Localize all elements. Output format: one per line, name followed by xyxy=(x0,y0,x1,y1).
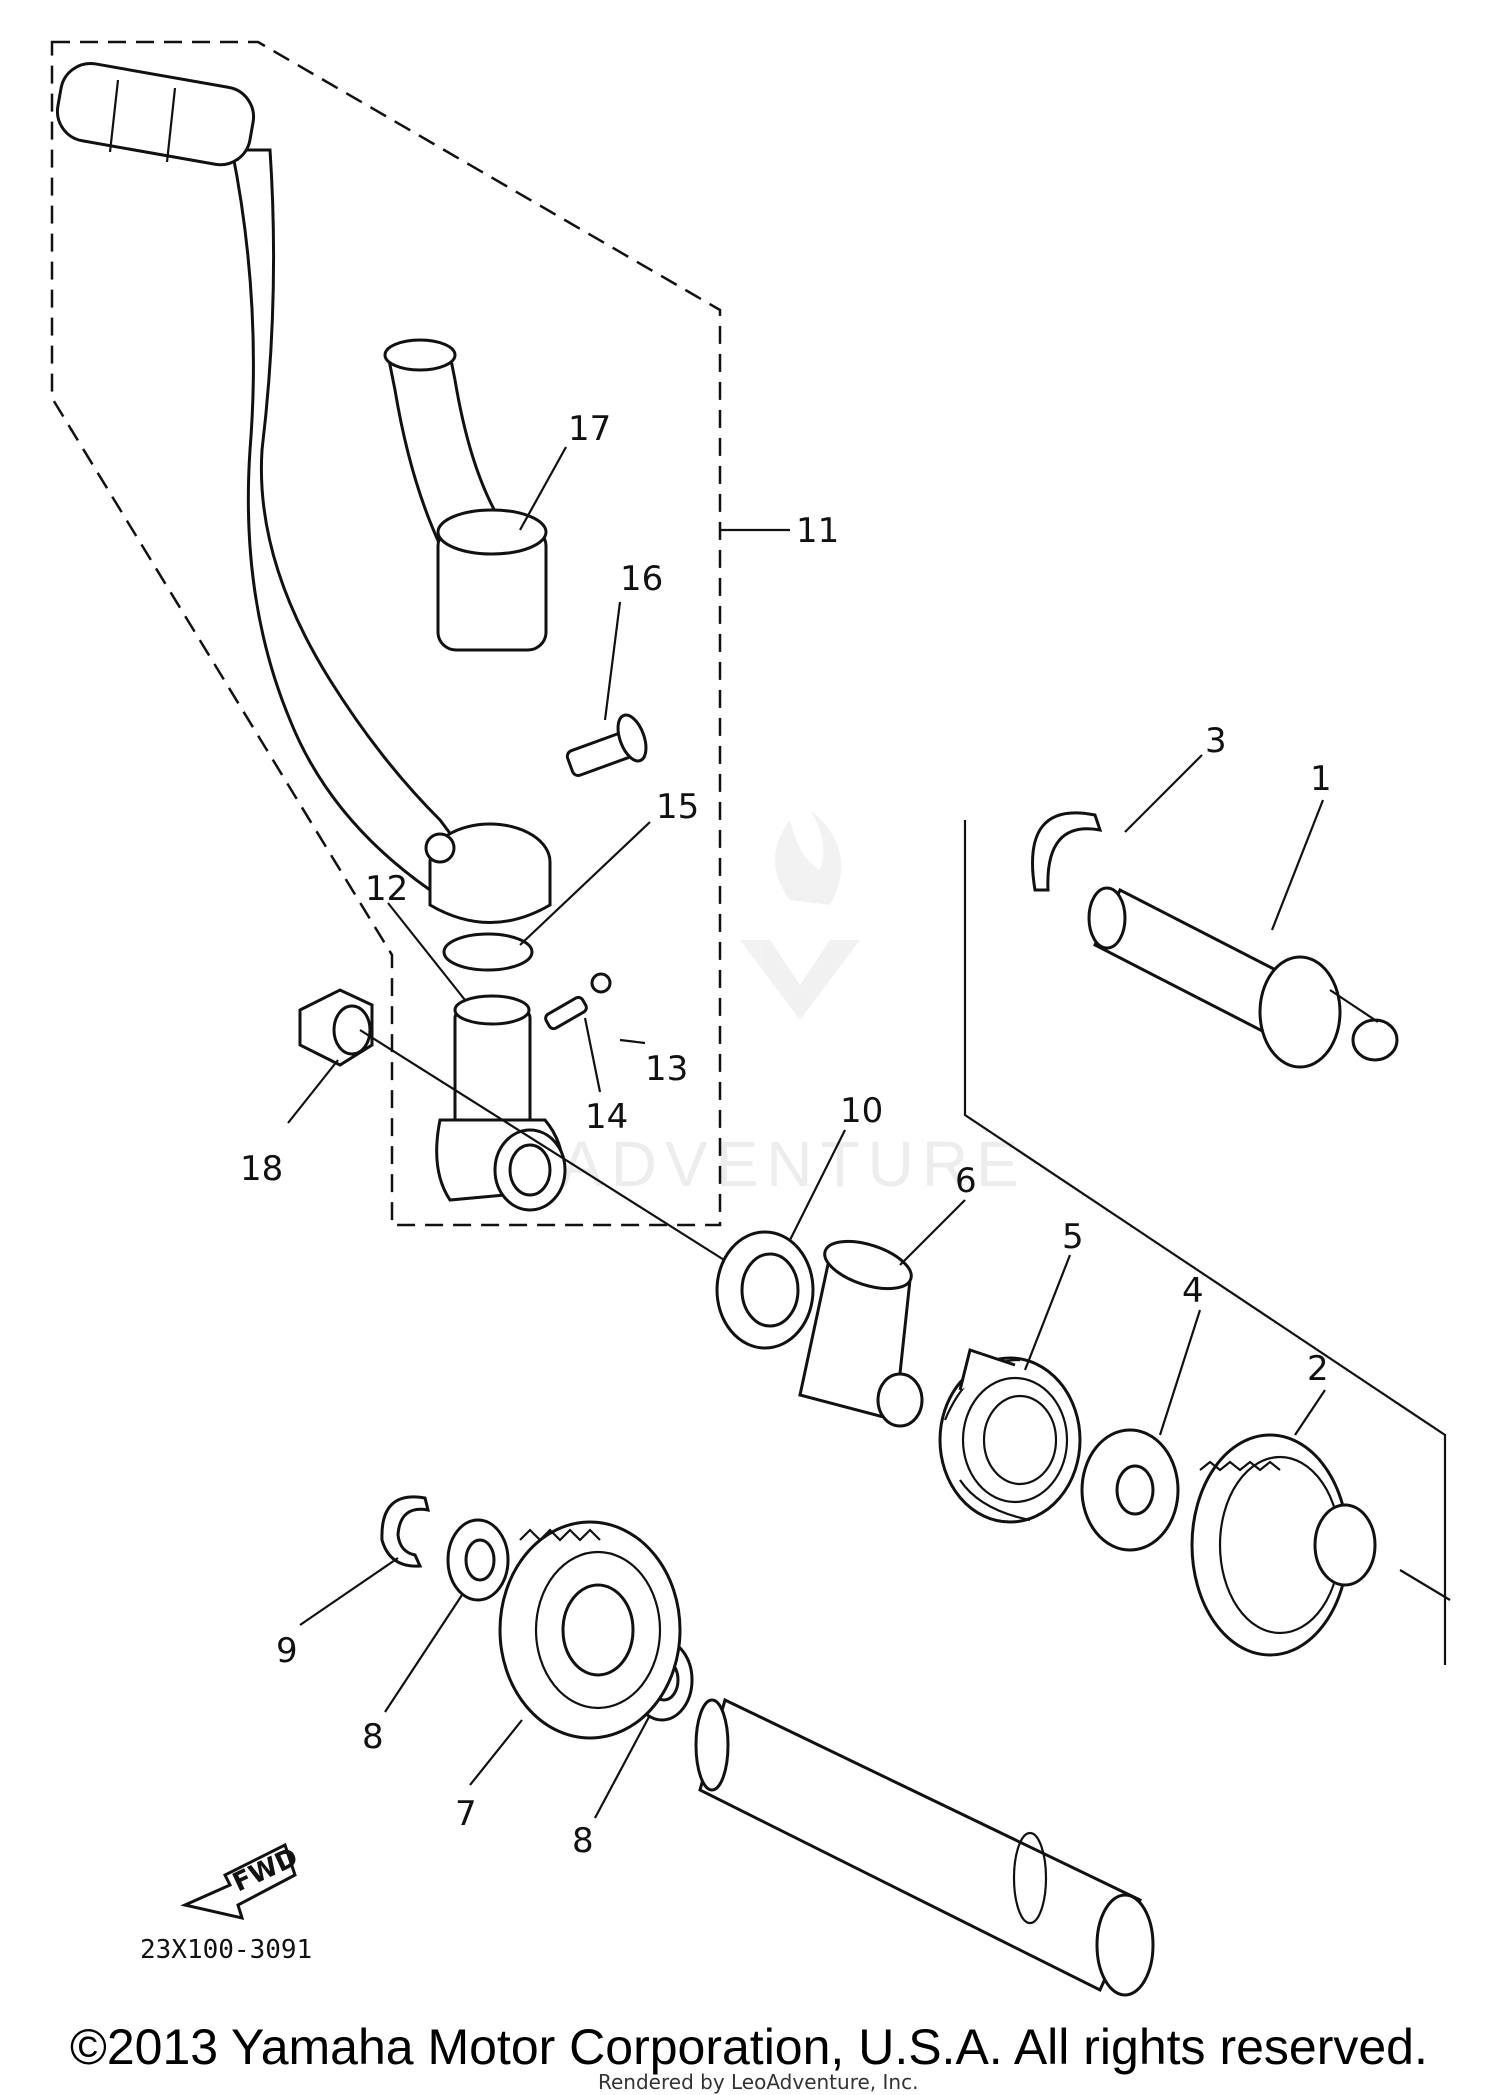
callout-8-upper: 8 xyxy=(362,1717,384,1757)
callout-2: 2 xyxy=(1307,1349,1329,1389)
callout-1: 1 xyxy=(1310,759,1332,799)
callout-5: 5 xyxy=(1062,1217,1084,1257)
callout-13: 13 xyxy=(645,1049,688,1089)
washer-part-4 xyxy=(1080,1428,1180,1552)
copyright-notice: ©2013 Yamaha Motor Corporation, U.S.A. A… xyxy=(70,2019,1428,2075)
callout-7: 7 xyxy=(455,1794,477,1834)
callout-11: 11 xyxy=(796,511,839,551)
oil-seal-part-10 xyxy=(715,1230,815,1350)
main-shaft xyxy=(694,1697,1155,1997)
kick-axle-assembly-outline xyxy=(963,820,1447,1665)
callout-12: 12 xyxy=(365,869,408,909)
callout-3: 3 xyxy=(1205,721,1227,761)
kick-pedal-part-17 xyxy=(383,338,548,652)
watermark-text: ADVENTURE xyxy=(560,1128,1027,1200)
idler-gear-part-7 xyxy=(498,1520,682,1740)
clip-part-3 xyxy=(1031,811,1103,892)
kick-boss-part-12 xyxy=(435,994,567,1212)
callout-10: 10 xyxy=(840,1091,883,1131)
callout-14: 14 xyxy=(585,1097,628,1137)
callout-4: 4 xyxy=(1182,1271,1204,1311)
assembly-11-outline xyxy=(50,40,722,1227)
rendered-by-note: Rendered by LeoAdventure, Inc. xyxy=(598,2070,919,2094)
callout-15: 15 xyxy=(656,787,699,827)
callout-8-lower: 8 xyxy=(572,1821,594,1861)
diagram-code: 23X100-3091 xyxy=(140,1935,312,1965)
callout-9: 9 xyxy=(276,1631,298,1671)
callout-labels: 1 2 3 4 5 6 7 8 8 9 10 11 12 13 14 15 16… xyxy=(240,409,1332,1861)
spring-part-14 xyxy=(544,995,588,1031)
bolt-part-16 xyxy=(565,713,648,777)
leader-lines xyxy=(287,446,1326,1819)
washer-part-8-upper xyxy=(446,1518,510,1602)
forward-arrow-icon: FWD xyxy=(180,1842,303,1921)
watermark: ADVENTURE xyxy=(560,810,1027,1200)
nut-part-18 xyxy=(298,988,374,1067)
o-ring-part-15 xyxy=(442,932,534,972)
kick-crank-lever xyxy=(55,62,552,924)
spacer-part-6 xyxy=(798,1239,924,1428)
circlip-part-9 xyxy=(380,1495,431,1568)
callout-18: 18 xyxy=(240,1149,283,1189)
kick-gear-part-2 xyxy=(1190,1433,1377,1657)
callout-17: 17 xyxy=(568,409,611,449)
callout-16: 16 xyxy=(620,559,663,599)
callout-6: 6 xyxy=(955,1161,977,1201)
kick-axle-part-1 xyxy=(1087,886,1399,1069)
torsion-spring-part-5 xyxy=(938,1348,1082,1524)
ball-part-13 xyxy=(590,972,612,994)
